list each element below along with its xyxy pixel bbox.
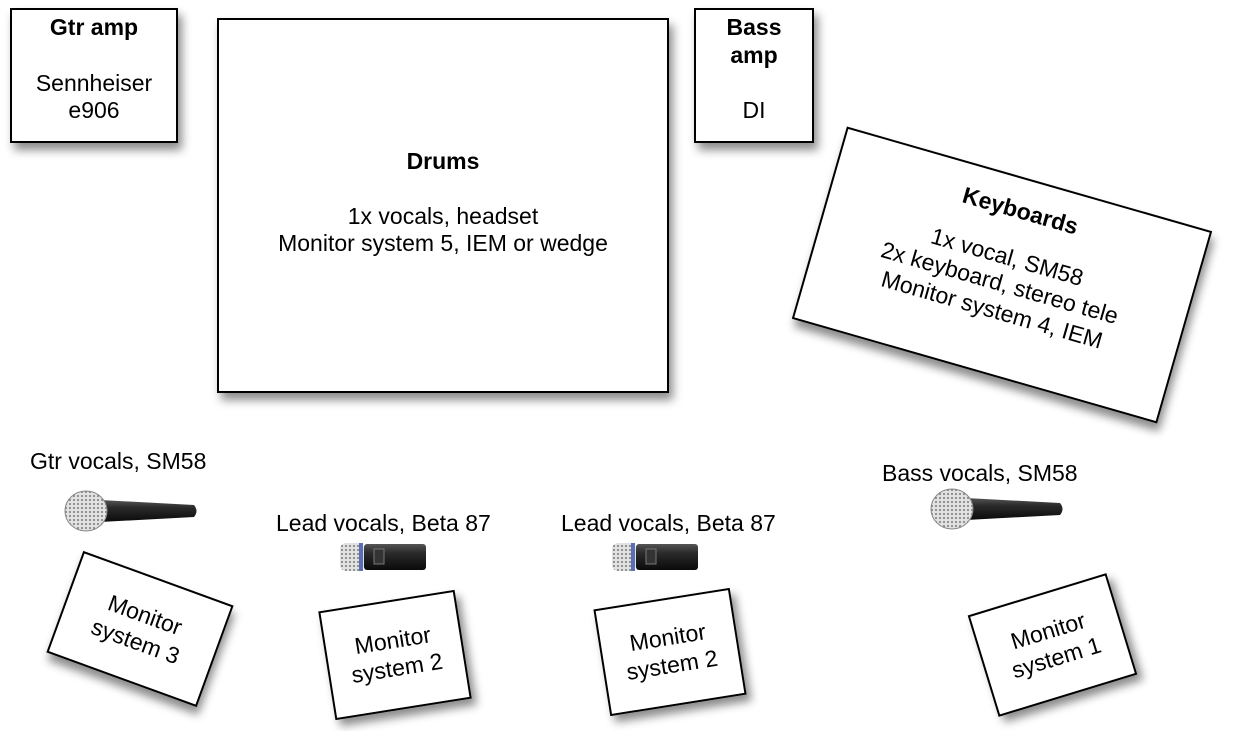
monitor-system-2-right: Monitor system 2 <box>593 587 747 717</box>
guitar-amp-mic-line-1: Sennheiser <box>35 69 153 96</box>
monitor-system-2-left: Monitor system 2 <box>318 589 472 721</box>
guitar-amp-title: Gtr amp <box>49 14 139 40</box>
drums-box: Drums 1x vocals, headset Monitor system … <box>217 18 669 393</box>
drums-line-1: 1x vocals, headset <box>347 202 539 229</box>
lead-vocals-label-1: Lead vocals, Beta 87 <box>276 510 491 536</box>
bass-amp-title-line-1: Bass <box>726 14 782 40</box>
bass-amp-di: DI <box>742 97 766 124</box>
guitar-vocals-label: Gtr vocals, SM58 <box>30 448 207 474</box>
guitar-amp-mic-line-2: e906 <box>68 97 120 124</box>
guitar-amp-box: Gtr amp Sennheiser e906 <box>10 8 178 143</box>
beta87-microphone-icon <box>612 543 698 571</box>
keyboards-box: Keyboards 1x vocal, SM58 2x keyboard, st… <box>791 126 1213 424</box>
bass-amp-box: Bass amp DI <box>694 8 814 143</box>
bass-vocals-label: Bass vocals, SM58 <box>882 460 1078 486</box>
monitor-system-1: Monitor system 1 <box>967 573 1138 717</box>
sm58-microphone-icon <box>930 488 1063 530</box>
lead-vocals-label-2: Lead vocals, Beta 87 <box>561 510 776 536</box>
drums-line-2: Monitor system 5, IEM or wedge <box>278 230 608 257</box>
beta87-microphone-icon <box>340 543 426 571</box>
drums-title: Drums <box>406 148 480 174</box>
monitor-system-3: Monitor system 3 <box>46 550 234 708</box>
bass-amp-title-line-2: amp <box>730 41 778 68</box>
sm58-microphone-icon <box>64 490 197 532</box>
